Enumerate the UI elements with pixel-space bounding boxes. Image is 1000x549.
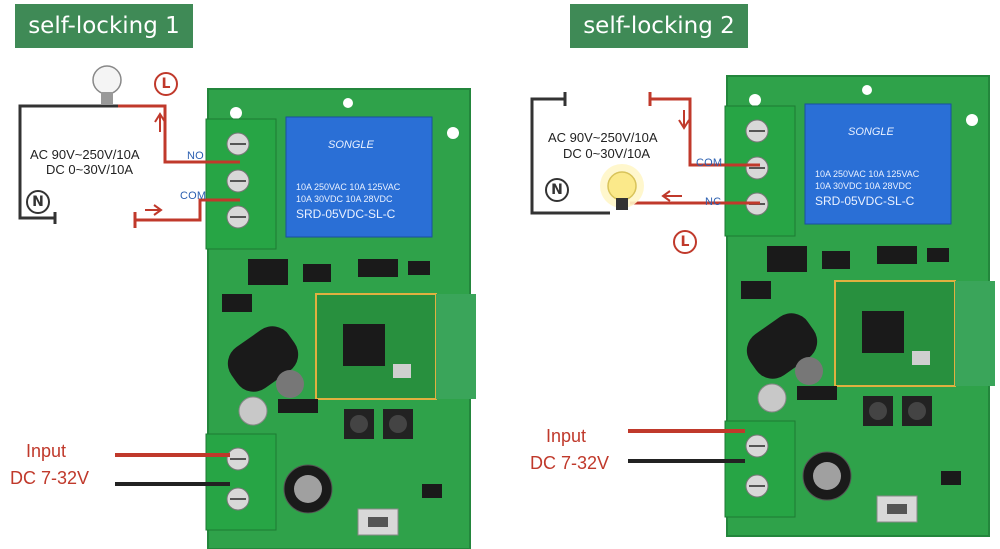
panel-title-2: self-locking 2 [570, 4, 748, 48]
live-symbol-1: L [154, 72, 178, 96]
arrow-up-icon [154, 112, 166, 132]
bulb-on-icon [600, 164, 644, 210]
bulb-off-icon [92, 65, 122, 104]
terminal-top-label-1: NO [187, 150, 204, 162]
relay-model-2: SRD-05VDC-SL-C [815, 194, 915, 208]
panel-title-1: self-locking 1 [15, 4, 193, 48]
com-wire-2 [650, 97, 760, 167]
relay-spec2-1: 10A 30VDC 10A 28VDC [296, 194, 393, 204]
neutral-wire-2 [530, 97, 610, 215]
pcb-board-2 [724, 75, 996, 537]
relay-spec2-2: 10A 30VDC 10A 28VDC [815, 181, 912, 191]
arrow-down-icon [678, 110, 690, 130]
relay-brand-1: SONGLE [328, 139, 375, 151]
input-label-2: Input [546, 426, 587, 446]
terminal-mid-label-1: COM [180, 190, 207, 202]
terminal-mid-label-2: NC [705, 196, 722, 208]
input-voltage-1: DC 7-32V [10, 468, 90, 488]
com-wire-1 [135, 198, 240, 222]
relay-spec1-1: 10A 250VAC 10A 125VAC [296, 182, 401, 192]
pcb-board-1 [205, 88, 477, 549]
live-wire-1 [118, 104, 240, 164]
rating-ac-1: AC 90V~250V/10A [30, 147, 140, 162]
rating-dc-2: DC 0~30V/10A [563, 146, 651, 161]
rating-dc-1: DC 0~30V/10A [46, 162, 134, 177]
arrow-left-icon [661, 190, 682, 202]
neutral-symbol-2: N [545, 178, 569, 202]
relay-brand-2: SONGLE [848, 126, 895, 138]
relay-model-1: SRD-05VDC-SL-C [296, 207, 396, 221]
neutral-symbol-1: N [26, 190, 50, 214]
terminal-top-label-2: COM [696, 157, 723, 169]
relay-spec1-2: 10A 250VAC 10A 125VAC [815, 169, 920, 179]
live-symbol-2: L [673, 230, 697, 254]
rating-ac-2: AC 90V~250V/10A [548, 130, 658, 145]
neutral-wire-1 [18, 104, 125, 220]
input-label-1: Input [26, 441, 67, 461]
arrow-right-icon [145, 204, 163, 216]
input-voltage-2: DC 7-32V [530, 453, 610, 473]
